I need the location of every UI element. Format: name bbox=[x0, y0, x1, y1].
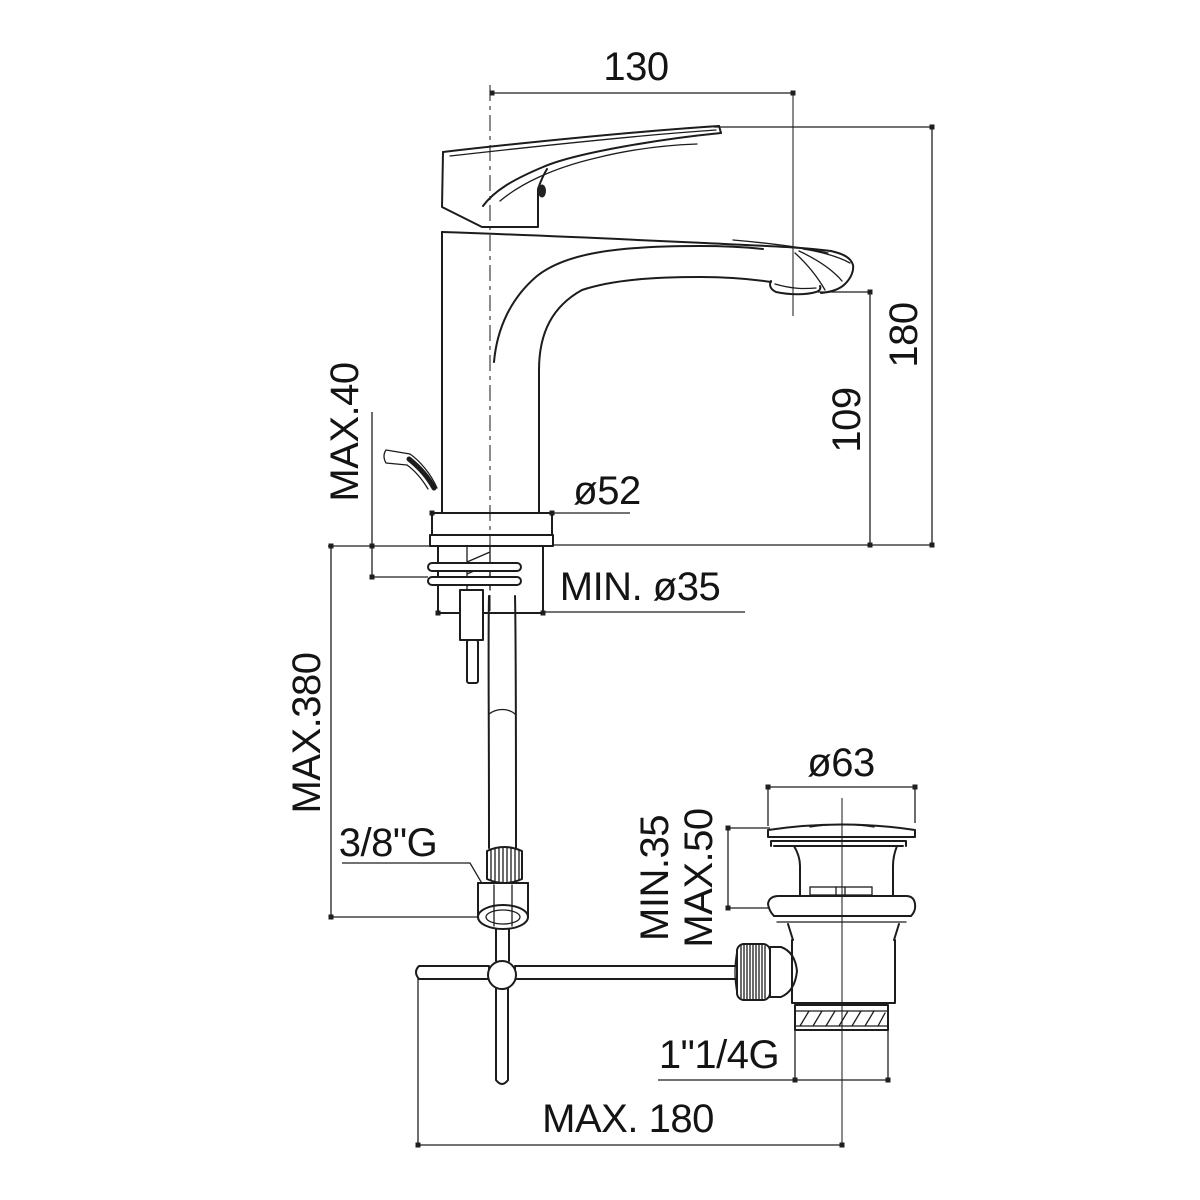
dim-label-waste-thread: 1"1/4G bbox=[659, 1033, 779, 1077]
faucet-body bbox=[383, 125, 855, 1085]
dim-line-max40 bbox=[371, 412, 428, 578]
dimension-lines bbox=[328, 90, 935, 1148]
hose-nut-3-8g bbox=[477, 882, 529, 930]
waste-slot-detail bbox=[809, 886, 873, 896]
dim-label-top-width: 130 bbox=[603, 45, 668, 89]
horizontal-rod-right bbox=[514, 965, 740, 980]
stud-tail bbox=[466, 639, 479, 684]
mounting-nut-block bbox=[459, 589, 484, 641]
dim-label-waste-min: MIN.35 bbox=[633, 815, 677, 941]
dim-line-max380 bbox=[330, 546, 480, 918]
hose-tail bbox=[495, 928, 510, 962]
dim-label-supply-thread: 3/8"G bbox=[339, 821, 437, 865]
dim-label-hole-min: MIN. ø35 bbox=[560, 565, 720, 609]
dim-label-total-height: 180 bbox=[882, 302, 926, 367]
dim-label-hose-max: MAX.380 bbox=[285, 652, 329, 813]
dim-label-deck-max: MAX.40 bbox=[323, 362, 367, 501]
dim-line-max180 bbox=[417, 978, 842, 1146]
dim-label-spout-height: 109 bbox=[825, 387, 869, 452]
horizontal-rod-left bbox=[415, 965, 490, 980]
handle-indicator-dot bbox=[538, 184, 546, 198]
dimension-labels: 130 180 109 MAX.40 ø52 MIN. ø35 MAX.380 … bbox=[285, 45, 926, 1141]
faucet-spout bbox=[441, 231, 855, 513]
rod-connection-boss bbox=[734, 943, 798, 1001]
dim-label-rod-reach: MAX. 180 bbox=[542, 1097, 714, 1141]
pop-up-lift-rod bbox=[383, 449, 438, 491]
pop-up-waste-assembly bbox=[734, 823, 917, 1031]
faucet-handle bbox=[441, 125, 722, 228]
faucet-base bbox=[429, 512, 554, 547]
vertical-rod bbox=[495, 987, 509, 1085]
dim-label-base-diameter: ø52 bbox=[573, 469, 640, 513]
mounting-nut-bar bbox=[427, 576, 522, 586]
aerator bbox=[769, 280, 822, 296]
waste-tailpiece bbox=[794, 1004, 889, 1031]
centerlines bbox=[489, 85, 843, 1147]
dim-line-waste-thread bbox=[658, 1030, 890, 1081]
dim-bracket-min35-max50 bbox=[727, 827, 770, 909]
dim-label-waste-flange: ø63 bbox=[807, 741, 874, 785]
leader-3-8g bbox=[342, 862, 491, 898]
dim-line-o63 bbox=[767, 786, 916, 826]
rod-ball-joint bbox=[487, 960, 517, 990]
mounting-washer-bar bbox=[427, 562, 522, 572]
mounting-hardware bbox=[427, 546, 544, 684]
supply-hose bbox=[477, 595, 529, 962]
waste-body bbox=[767, 895, 917, 1004]
dim-label-waste-max: MAX.50 bbox=[677, 808, 721, 947]
hose-crimp-collar bbox=[486, 846, 523, 884]
waste-flange bbox=[767, 823, 916, 847]
waste-neck bbox=[793, 845, 898, 896]
